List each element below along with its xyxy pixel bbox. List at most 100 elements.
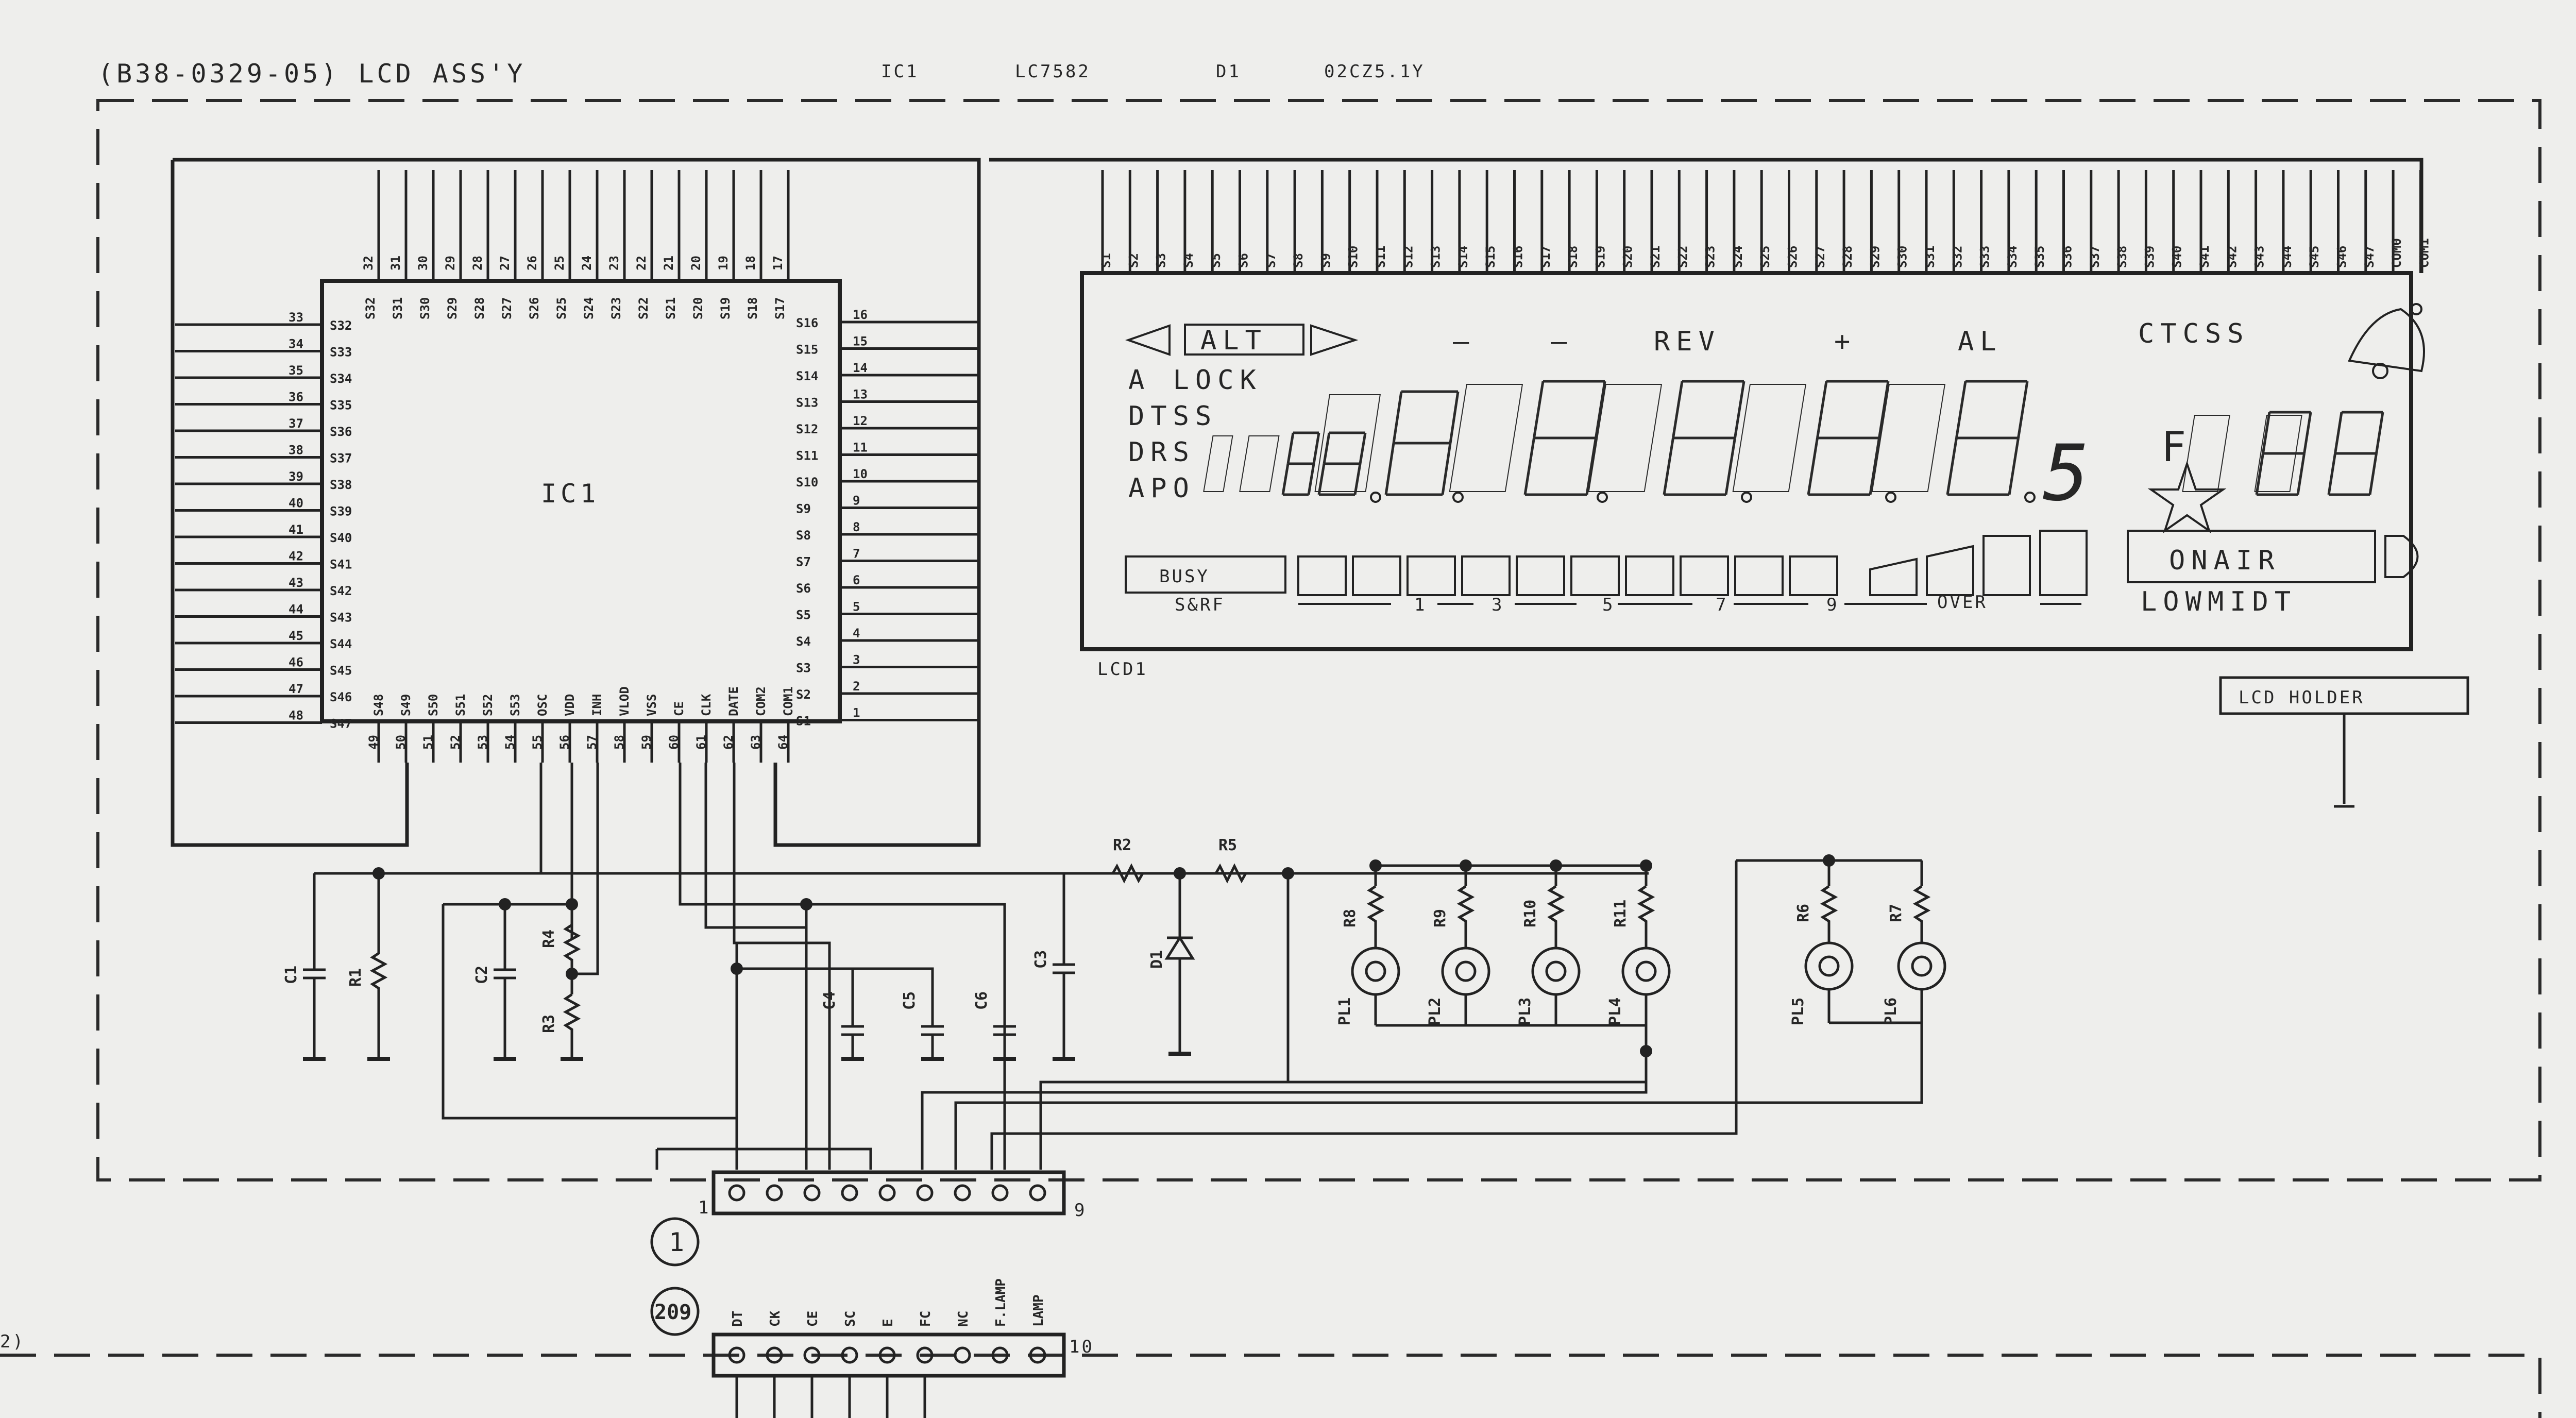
r6-label: R6 [1794, 904, 1812, 922]
component-network [303, 763, 1946, 1170]
ic-left-pin-number: 44 [289, 602, 303, 617]
lcd-pin-label: S9 [1318, 253, 1333, 268]
c3-label: C3 [1032, 950, 1050, 969]
connector-1-pin [878, 1184, 896, 1202]
connector-signal-label: CE [805, 1311, 821, 1327]
connector-1-pin [766, 1184, 783, 1202]
r1-label: R1 [347, 968, 365, 987]
lower-board-partial-label: 2) [0, 1331, 25, 1352]
ic-left-pin-label: S39 [330, 504, 352, 519]
ic-top-pin-number: 32 [361, 256, 376, 271]
lcd-pin-label: COM0 [2389, 238, 2404, 268]
bell-icon [2348, 303, 2425, 379]
s-meter-segment [1734, 555, 1784, 596]
board-title: (B38-0329-05) LCD ASS'Y [98, 59, 526, 89]
ic-top-pin-number: 26 [525, 256, 539, 271]
c1-label: C1 [282, 966, 300, 984]
s-meter-segment [1789, 555, 1838, 596]
lcd-drs-label: DRS [1128, 437, 1195, 468]
connector-ref-circle [650, 1217, 700, 1267]
lcd-pin-label: S25 [1758, 246, 1772, 268]
ic-bottom-pin-label: INH [590, 694, 604, 716]
s-meter-segment [1461, 555, 1511, 596]
r7-label: R7 [1887, 904, 1905, 922]
lcd-pin-label: S21 [1648, 246, 1663, 268]
ic-right-pin-label: S10 [796, 475, 818, 489]
ic-right-pin-label: S16 [796, 316, 818, 330]
ic-right-pin-label: S9 [796, 502, 811, 516]
s-meter-segment [1982, 535, 2031, 596]
pl4-label: PL4 [1606, 998, 1624, 1025]
s-meter-tick-label: 1 [1414, 595, 1427, 615]
pl6-label: PL6 [1882, 998, 1900, 1025]
ic-bottom-pin-label: OSC [535, 694, 550, 716]
resistor-r7 [1912, 885, 1931, 927]
ic-top-pin-number: 22 [634, 256, 649, 271]
ic-part-label: LC7582 [1015, 61, 1091, 82]
ic-left-pin-number: 35 [289, 363, 303, 378]
lcd-pin-label: S44 [2280, 246, 2294, 268]
ic-left-pin-number: 42 [289, 549, 303, 564]
connector-1-pin [803, 1184, 821, 1202]
ic-left-pin-number: 47 [289, 682, 303, 696]
ic-left-pin-label: S32 [330, 318, 352, 333]
ic-left-pin-label: S43 [330, 611, 352, 625]
lcd-dash2: — [1551, 326, 1573, 357]
ic-bottom-pin-label: CE [672, 701, 686, 716]
lcd-digit-right-1 [2182, 411, 2312, 496]
resistor-r9 [1456, 885, 1475, 927]
ic-top-pin-label: S22 [636, 297, 651, 319]
lcd-pin-label: S36 [2060, 246, 2075, 268]
ic-right-pin-number: 9 [853, 494, 860, 508]
lcd-pin-label: S23 [1703, 246, 1718, 268]
lcd-pin-label: S20 [1621, 246, 1635, 268]
s-meter-tick-label: 7 [1716, 595, 1728, 615]
ic-top-pin-label: S21 [664, 297, 678, 319]
ic-bottom-pin-label: CLK [699, 694, 714, 716]
ic-right-pin-label: S15 [796, 343, 818, 357]
ic-right-pin-label: S13 [796, 396, 818, 410]
left-arrow-icon [1125, 324, 1171, 356]
lcd-pin-label: S13 [1429, 246, 1443, 268]
lamp-pl6 [1897, 941, 1946, 991]
lcd-pin-label: S34 [2005, 246, 2020, 268]
lcd-pin-label: S33 [1978, 246, 1992, 268]
ic-bottom-pin-label: DATE [726, 686, 741, 716]
decimal-point-icon [1370, 492, 1381, 503]
lcd-pin-label: S14 [1456, 246, 1470, 268]
lcd-digit-small-2 [1239, 431, 1367, 496]
lcd-digit-big-3 [1588, 380, 1745, 496]
ic-right-pin-label: S2 [796, 687, 811, 702]
lcd-pin-label: S29 [1868, 246, 1882, 268]
ic-top-pin-label: S29 [445, 297, 460, 319]
connector-1-pin [954, 1184, 971, 1202]
c6-label: C6 [973, 991, 991, 1010]
ic-top-pin-label: S23 [609, 297, 623, 319]
lcd-apo-label: APO [1128, 473, 1195, 504]
ic-bottom-pin-label: S49 [399, 694, 413, 716]
lcd-pin-label: S35 [2032, 246, 2047, 268]
ic-right-pin-label: S14 [796, 369, 818, 383]
diode-ref-label: D1 [1216, 61, 1241, 82]
resistor-r8 [1366, 885, 1385, 927]
ic-right-pin-number: 13 [853, 387, 868, 402]
lcd-pin-label: S2 [1126, 253, 1141, 268]
ic-ref-label: IC1 [881, 61, 919, 82]
ic-right-pin-number: 2 [853, 679, 860, 694]
lcd-rev-label: REV [1654, 326, 1721, 357]
lcd-pin-label: S19 [1593, 246, 1607, 268]
ic-left-pin-label: S38 [330, 478, 352, 492]
lcd-pin-label: S45 [2307, 246, 2321, 268]
ic-bottom-pin-label: S50 [426, 694, 440, 716]
ic-bottom-pin-label: S48 [371, 694, 386, 716]
ic-right-pin-number: 10 [853, 467, 868, 481]
lcd-dash1: — [1453, 326, 1475, 357]
decimal-point-icon [1885, 492, 1896, 503]
ic-left-pin-label: S45 [330, 664, 352, 678]
connector-pins [728, 1184, 1046, 1418]
connector-209-pin [766, 1346, 783, 1364]
